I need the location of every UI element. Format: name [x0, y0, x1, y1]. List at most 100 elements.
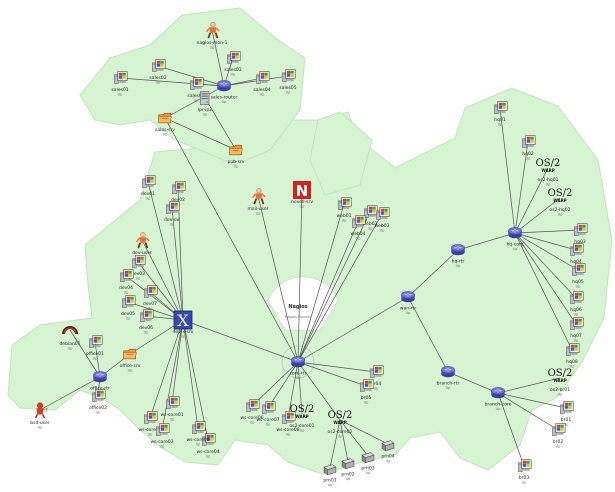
- host-status: Up: [556, 445, 562, 449]
- host-label: mail-user: [247, 206, 268, 212]
- link-ws-core02: [149, 319, 184, 419]
- host-status: Up: [576, 285, 582, 289]
- folder-server-icon: [158, 112, 172, 124]
- host-status: Up: [266, 423, 272, 427]
- host-status: Up: [356, 237, 362, 241]
- host-label: prn03: [361, 466, 374, 472]
- os2-warp-text: WARP: [553, 378, 566, 383]
- link-web03: [297, 213, 383, 363]
- host-status: Up: [380, 229, 386, 233]
- link-sales02: [157, 65, 225, 87]
- host-label: dev02: [171, 197, 185, 203]
- host-status: Up: [194, 99, 200, 103]
- host-label: os2-hq01: [537, 177, 558, 183]
- host-label: office-srv: [120, 363, 141, 369]
- link-debian01: [69, 329, 101, 378]
- host-label: ws-core04: [196, 449, 219, 455]
- host-status: Up: [163, 133, 169, 137]
- host-status: Up: [96, 411, 102, 415]
- nagios-center[interactable]: Nagios Nagios Process: [285, 304, 311, 319]
- host-status: Up: [300, 205, 306, 209]
- link-hq03: [514, 229, 581, 234]
- host-label: lpr-ip2: [198, 107, 212, 113]
- host-label: nagios-mon-1: [197, 40, 228, 46]
- host-status: Up: [118, 93, 124, 97]
- host-status: Up: [496, 407, 502, 411]
- link-ws-core05: [182, 319, 199, 429]
- host-label: web01: [336, 213, 351, 219]
- link-prn03: [339, 419, 369, 457]
- host-nagios-mon-1[interactable]: nagios-mon-1Up: [197, 21, 228, 50]
- link-hq07: [514, 232, 577, 325]
- host-label: dev-user: [132, 250, 152, 256]
- link-hq-rtr: [407, 249, 459, 298]
- host-label: prn02: [341, 472, 354, 478]
- host-label: branch-rtr: [437, 381, 460, 387]
- host-label: hq05: [572, 279, 584, 285]
